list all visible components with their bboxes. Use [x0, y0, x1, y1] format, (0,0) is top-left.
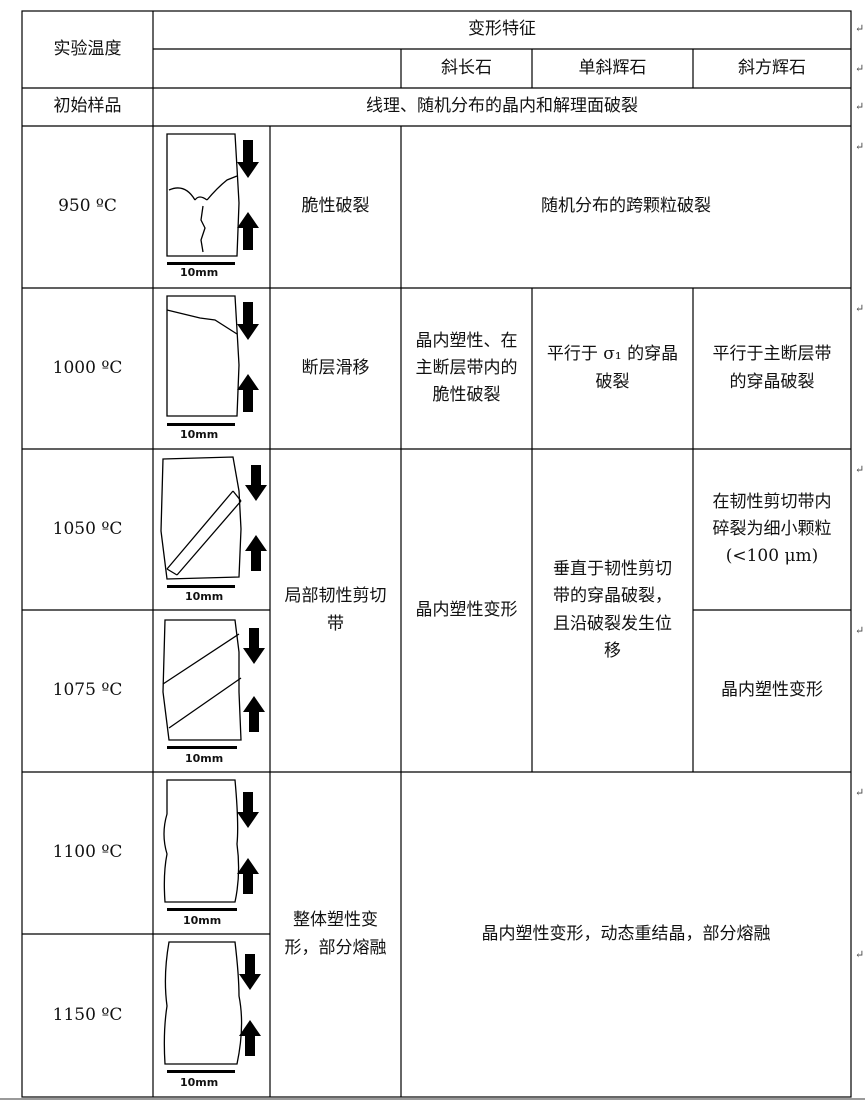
header-mineral-clinopyroxene: 单斜辉石 [578, 57, 647, 78]
temp-1075: 1075 ºC [52, 680, 123, 701]
paragraph-mark: ↵ [855, 100, 865, 113]
sample-sketch-1150 [163, 941, 261, 1073]
mode-bulk-plastic: 整体塑性变 形，部分熔融 [284, 910, 387, 958]
scale-label-1150: 10mm [180, 1076, 219, 1089]
sample-sketch-950 [166, 133, 259, 265]
scale-label-1050: 10mm [185, 590, 224, 603]
paragraph-mark: ↵ [855, 22, 865, 35]
opx-1000: 平行于主断层带 的穿晶破裂 [712, 344, 832, 392]
header-mineral-orthopyroxene: 斜方辉石 [738, 57, 806, 78]
temp-1050: 1050 ºC [52, 518, 123, 539]
scale-label-1100: 10mm [183, 914, 222, 927]
paragraph-mark: ↵ [855, 786, 865, 799]
mode-1000-fault-slip: 断层滑移 [301, 357, 370, 378]
header-temperature: 实验温度 [53, 38, 122, 59]
desc-melting: 晶内塑性变形，动态重结晶，部分熔融 [481, 923, 771, 944]
initial-sample-text: 线理、随机分布的晶内和解理面破裂 [366, 96, 638, 117]
cpx-1000: 平行于 σ₁ 的穿晶 破裂 [546, 344, 679, 392]
scale-label-1000: 10mm [180, 428, 219, 441]
sample-sketch-1075 [162, 619, 265, 749]
initial-sample-label: 初始样品 [53, 96, 122, 117]
temp-1150: 1150 ºC [52, 1004, 123, 1025]
paragraph-mark: ↵ [855, 948, 865, 961]
paragraph-mark: ↵ [855, 463, 865, 476]
mode-shear-band: 局部韧性剪切 带 [284, 586, 387, 634]
paragraph-mark: ↵ [855, 624, 865, 637]
sample-sketch-1050 [160, 456, 267, 588]
temp-1100: 1100 ºC [52, 842, 123, 863]
scale-label-1075: 10mm [185, 752, 224, 765]
opx-1050: 在韧性剪切带内 碎裂为细小颗粒 (<100 μm) [712, 491, 832, 567]
header-mineral-plagioclase: 斜长石 [441, 57, 492, 78]
paragraph-mark: ↵ [855, 62, 865, 75]
mode-950-brittle-fracture: 脆性破裂 [301, 196, 370, 217]
opx-1075: 晶内塑性变形 [721, 680, 823, 701]
header-deformation-features: 变形特征 [468, 19, 536, 40]
desc-950: 随机分布的跨颗粒破裂 [541, 196, 711, 217]
temp-950: 950 ºC [58, 196, 117, 217]
temp-1000: 1000 ºC [52, 357, 123, 378]
sample-sketch-1100 [163, 779, 259, 911]
plag-shear: 晶内塑性变形 [415, 599, 518, 620]
scale-label-950: 10mm [180, 266, 219, 279]
plag-1000: 晶内塑性、在 主断层带内的 脆性破裂 [415, 330, 518, 406]
cpx-shear: 垂直于韧性剪切 带的穿晶破裂， 且沿破裂发生位 移 [553, 559, 672, 661]
paragraph-mark: ↵ [855, 302, 865, 315]
page-bottom-rule [0, 1098, 865, 1100]
paragraph-mark: ↵ [855, 140, 865, 153]
sample-sketch-1000 [166, 295, 259, 426]
